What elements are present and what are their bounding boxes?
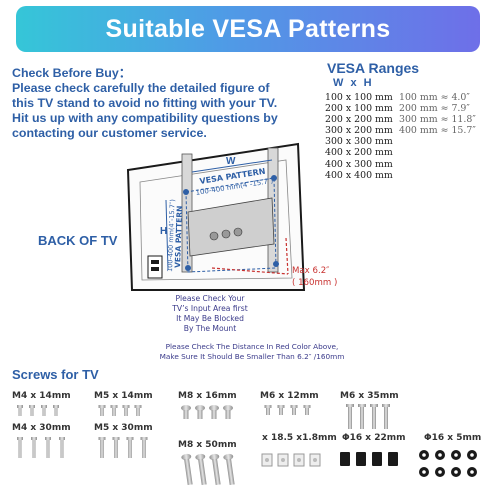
washer-label-16x5: Φ16 x 5mm xyxy=(424,433,482,443)
vesa-conversion: 200 mm ≈ 7.9″ xyxy=(399,103,470,115)
w-letter: W xyxy=(226,156,236,167)
max-distance-label: Max 6.2″ ( 160mm ) xyxy=(292,265,337,289)
vesa-size: 400 x 200 mm xyxy=(325,147,393,159)
spacers-16x22 xyxy=(340,452,398,466)
screws-m8x50 xyxy=(181,453,235,486)
vesa-size: 200 x 100 mm xyxy=(325,103,393,115)
note-line: Make Sure It Should Be Smaller Than 6.2″… xyxy=(159,352,345,361)
screw-label-m8x16: M8 x 16mm xyxy=(178,391,237,401)
note-line: By The Mount xyxy=(183,324,237,333)
distance-note: Please Check The Distance In Red Color A… xyxy=(132,342,372,362)
note-line: Please Check The Distance In Red Color A… xyxy=(165,342,339,351)
vesa-size: 300 x 200 mm xyxy=(325,125,393,137)
vesa-row: 100 x 100 mm 100 mm ≈ 4.0″ xyxy=(325,92,476,103)
vesa-row: 400 x 400 mm xyxy=(325,170,476,181)
vesa-hole xyxy=(273,261,279,267)
vesa-wh-header: W x H xyxy=(333,77,374,89)
note-line: It May Be Blocked xyxy=(176,314,244,323)
vesa-row: 400 x 300 mm xyxy=(325,159,476,170)
screw-label-m8x50: M8 x 50mm xyxy=(178,440,237,450)
w-dimension-arrow xyxy=(191,159,273,173)
vesa-size: 300 x 300 mm xyxy=(325,136,393,148)
max-distance-line xyxy=(285,237,289,275)
washers-square xyxy=(261,453,321,467)
vesa-hole xyxy=(183,189,189,195)
screw-label-m4x14: M4 x 14mm xyxy=(12,391,71,401)
note-line: Please Check Your xyxy=(175,294,245,303)
vesa-pattern-vertical-label: VESA PATTERN xyxy=(173,205,184,268)
vesa-range-vertical-label: 100-400 mm(4″-15.7″) xyxy=(166,199,177,272)
vesa-conversion: 400 mm ≈ 15.7″ xyxy=(399,125,476,137)
vesa-row: 300 x 300 mm xyxy=(325,136,476,147)
check-line: Hit us up with any compatibility questio… xyxy=(12,111,278,125)
screw-label-m4x30: M4 x 30mm xyxy=(12,423,71,433)
h-letter: H xyxy=(160,226,167,237)
mount-bolt xyxy=(221,229,231,239)
vesa-conversion: 300 mm ≈ 11.8″ xyxy=(399,114,476,126)
tv-input-port xyxy=(151,260,159,264)
vesa-row: 400 x 200 mm xyxy=(325,147,476,158)
check-line: this TV stand to avoid no fitting with y… xyxy=(12,96,278,110)
tv-back-inner xyxy=(139,159,293,281)
vesa-size: 100 x 100 mm xyxy=(325,92,393,103)
h-dimension-arrow xyxy=(165,199,169,271)
vesa-row: 300 x 200 mm 400 mm ≈ 15.7″ xyxy=(325,125,476,136)
screws-m6x12 xyxy=(264,405,311,415)
vesa-hole xyxy=(271,175,277,181)
max-distance-value: Max 6.2″ xyxy=(292,266,330,276)
screws-m4x14 xyxy=(17,405,59,416)
vesa-hole xyxy=(185,265,191,271)
check-line: Please check carefully the detailed figu… xyxy=(12,81,270,95)
screw-label-m5x30: M5 x 30mm xyxy=(94,423,153,433)
screws-m5x30 xyxy=(98,437,148,458)
screw-label-m5x14: M5 x 14mm xyxy=(94,391,153,401)
vesa-size: 400 x 400 mm xyxy=(325,169,393,181)
check-before-buy: Check Before Buy： Please check carefully… xyxy=(12,66,292,141)
note-line: TV’s Input Area first xyxy=(172,304,248,313)
mount-plate xyxy=(187,197,275,257)
washer-label-square: x 18.5 x1.8mm xyxy=(262,433,337,443)
screws-m5x14 xyxy=(98,405,142,416)
screws-title: Screws for TV xyxy=(12,367,99,382)
screw-label-m6x35: M6 x 35mm xyxy=(340,391,399,401)
screws-m6x35 xyxy=(346,404,390,429)
vesa-row: 200 x 200 mm 300 mm ≈ 11.8″ xyxy=(325,114,476,125)
input-area-note: Please Check Your TV’s Input Area first … xyxy=(165,294,255,334)
tv-input-port xyxy=(151,267,159,271)
page-title: Suitable VESA Patterns xyxy=(105,14,391,43)
check-heading: Check Before Buy： xyxy=(12,66,132,80)
mount-bolt xyxy=(233,227,243,237)
vesa-size: 200 x 200 mm xyxy=(325,114,393,126)
max-distance-metric: ( 160mm ) xyxy=(292,278,338,288)
vesa-size: 400 x 300 mm xyxy=(325,158,393,170)
vesa-conversion: 100 mm ≈ 4.0″ xyxy=(399,92,470,103)
max-distance-bottom-line xyxy=(211,267,289,275)
back-of-tv-label: BACK OF TV xyxy=(38,233,118,248)
screws-m8x16 xyxy=(181,405,233,419)
check-line: contacting our customer service. xyxy=(12,126,207,140)
mount-bolt xyxy=(209,231,219,241)
tv-back-diagram: W VESA PATTERN 100-400 mm(4″-15.7″) H VE… xyxy=(126,142,306,291)
vesa-ranges-title: VESA Ranges xyxy=(327,60,420,76)
vesa-row: 200 x 100 mm 200 mm ≈ 7.9″ xyxy=(325,103,476,114)
screw-label-m6x12: M6 x 12mm xyxy=(260,391,319,401)
title-banner: Suitable VESA Patterns xyxy=(16,6,480,52)
spacer-label-16x22: Φ16 x 22mm xyxy=(342,433,406,443)
washers-16x5 xyxy=(419,450,477,477)
screws-m4x30 xyxy=(17,437,65,458)
